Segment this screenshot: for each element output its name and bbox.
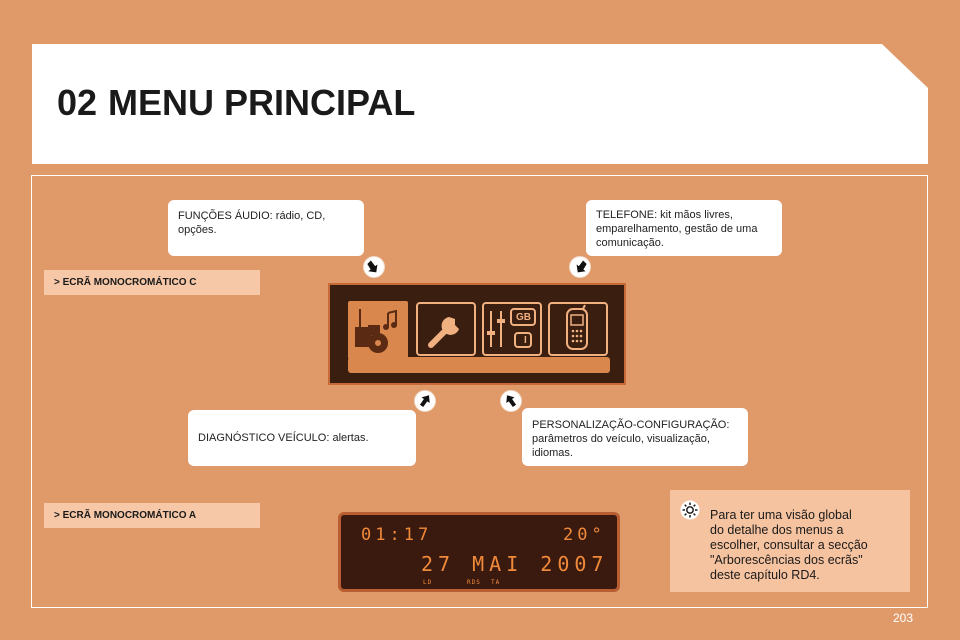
callout-audio: FUNÇÕES ÁUDIO: rádio, CD, opções. (168, 200, 364, 256)
callout-personalizacao-line1: PERSONALIZAÇÃO-CONFIGURAÇÃO: (532, 419, 730, 431)
indicator-rds: RDS (467, 579, 481, 586)
lang-gb-label: GB (516, 312, 531, 323)
arrow-personalizacao-icon (500, 390, 522, 412)
callout-diagnostico-line1: DIAGNÓSTICO VEÍCULO: alertas. (198, 432, 369, 444)
audio-media-icon (355, 309, 397, 353)
callout-personalizacao: PERSONALIZAÇÃO-CONFIGURAÇÃO: parâmetros … (522, 408, 748, 466)
callout-telefone-line2: emparelhamento, gestão de uma (596, 223, 758, 235)
display-time: 01:17 (361, 525, 433, 545)
page-title: MENU PRINCIPAL (108, 82, 416, 123)
indicator-ta: TA (491, 579, 501, 586)
content-frame (31, 175, 928, 608)
callout-telefone-line1: TELEFONE: kit mãos livres, (596, 209, 733, 221)
arrow-telefone-icon (569, 256, 591, 278)
mobile-phone-icon (566, 304, 588, 350)
callout-audio-line1: FUNÇÕES ÁUDIO: rádio, CD, (178, 210, 326, 222)
callout-audio-line2: opções. (178, 224, 217, 236)
tip-line3: escolher, consultar a secção (710, 538, 868, 552)
page-number: 203 (893, 611, 914, 625)
section-ecra-a: > ECRÃ MONOCROMÁTICO A (44, 503, 260, 528)
indicator-ld: LD (423, 579, 433, 586)
arrow-diagnostico-icon (414, 390, 436, 412)
callout-personalizacao-line2: parâmetros do veículo, visualização, (532, 433, 710, 445)
display-monochrome-a: 01:17 20° 27 MAI 2007 LD RDS TA (338, 512, 620, 592)
tip-line1: Para ter uma visão global (710, 508, 852, 522)
lang-i-label: I (524, 335, 527, 346)
section-ecra-c: > ECRÃ MONOCROMÁTICO C (44, 270, 260, 295)
header-banner (32, 44, 928, 164)
lightbulb-icon (680, 500, 700, 520)
display-temperature: 20° (563, 525, 606, 545)
display-date: 27 MAI 2007 (421, 552, 609, 576)
callout-diagnostico: DIAGNÓSTICO VEÍCULO: alertas. (188, 410, 416, 466)
tip-box: Para ter uma visão global do detalhe dos… (670, 490, 910, 592)
callout-telefone: TELEFONE: kit mãos livres, emparelhament… (586, 200, 782, 256)
tip-line4: "Arborescências dos ecrãs" (710, 553, 863, 567)
display-monochrome-c: GB I (328, 283, 626, 385)
callout-personalizacao-line3: idiomas. (532, 447, 573, 459)
settings-language-icon (487, 308, 536, 348)
chapter-number: 02 (57, 82, 98, 123)
tip-line5: deste capítulo RD4. (710, 568, 820, 582)
tip-line2: do detalhe dos menus a (710, 523, 844, 537)
callout-telefone-line3: comunicação. (596, 237, 664, 249)
arrow-audio-icon (363, 256, 385, 278)
wrench-icon (428, 317, 459, 348)
